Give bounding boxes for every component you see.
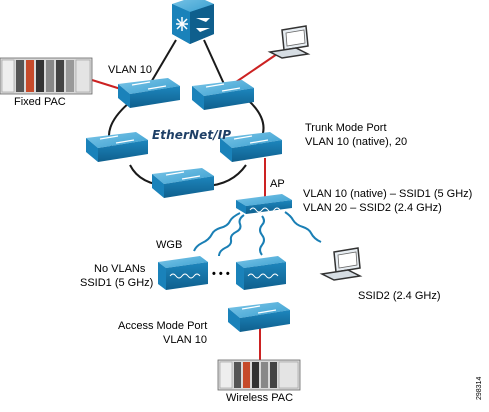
ssid2-label: SSID2 (2.4 GHz)	[358, 290, 441, 302]
wireless-pac-label: Wireless PAC	[226, 392, 294, 404]
laptop-icon-top	[267, 25, 311, 59]
ap-ssid2-label: VLAN 20 – SSID2 (2.4 GHz)	[303, 202, 442, 214]
workgroup-bridge-icon-1	[158, 256, 208, 290]
no-vlans-label: No VLANs	[94, 263, 146, 275]
switch-icon-access	[228, 302, 290, 332]
switch-icon-upper-right	[192, 80, 254, 110]
switch-icon-ring-left	[86, 132, 148, 162]
wireless-link-wgb1b	[193, 212, 241, 252]
link-laptop-top	[235, 51, 281, 83]
link-core-left	[149, 39, 177, 85]
workgroup-bridge-icon-2	[236, 256, 286, 290]
switch-icon-ring-bottom	[152, 168, 214, 198]
figure-id: 298314	[476, 376, 483, 400]
pac-controller-icon-wireless	[217, 359, 301, 391]
link-ring	[107, 97, 265, 187]
link-core-right	[203, 39, 225, 85]
wireless-link-laptop	[284, 211, 322, 243]
access-point-icon	[236, 194, 292, 214]
fixed-pac-label: Fixed PAC	[14, 96, 66, 108]
ap-label: AP	[270, 178, 285, 190]
links	[91, 39, 281, 362]
wgb-label: WGB	[156, 239, 183, 251]
vlan10-label: VLAN 10	[108, 64, 153, 76]
access-vlan-label: VLAN 10	[163, 334, 208, 346]
ssid1-label: SSID1 (5 GHz)	[80, 277, 154, 289]
wireless-link-wgb2	[259, 215, 265, 256]
trunk-mode-label: Trunk Mode Port	[305, 122, 387, 134]
switch-icon-upper-left	[118, 78, 180, 108]
wireless-links	[193, 211, 322, 257]
switch-icon-trunk	[220, 132, 282, 162]
laptop-icon-ssid2	[319, 247, 363, 281]
wireless-link-wgb1	[218, 214, 245, 257]
layer3-switch-icon	[172, 0, 214, 44]
trunk-vlan-label: VLAN 10 (native), 20	[305, 136, 408, 148]
ethernet-ip-logo: EtherNet/IP	[152, 128, 232, 142]
pac-controller-icon-fixed	[0, 57, 93, 95]
ap-ssid1-label: VLAN 10 (native) – SSID1 (5 GHz)	[303, 188, 473, 200]
access-mode-label: Access Mode Port	[118, 320, 208, 332]
more-wgb-ellipsis: • • •	[212, 268, 230, 280]
